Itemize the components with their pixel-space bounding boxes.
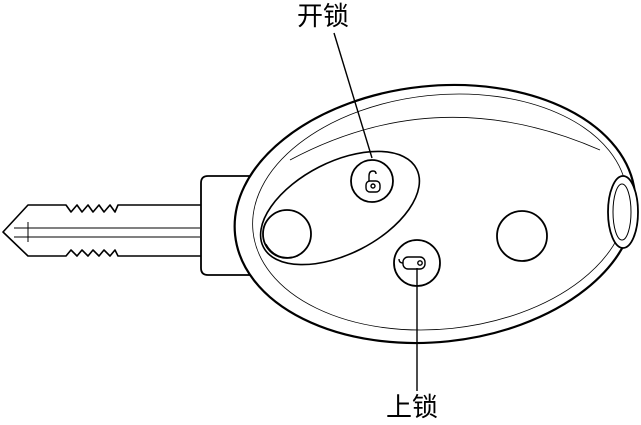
left-round-button-shading (265, 243, 299, 258)
unlock-button[interactable] (350, 159, 394, 203)
fob-shell-highlight (289, 116, 601, 161)
right-round-button[interactable] (496, 210, 548, 262)
button-panel (259, 150, 421, 266)
unlock-callout-line (333, 32, 373, 159)
lock-padlock-icon (398, 256, 426, 270)
key-blade-outline (2, 204, 205, 257)
lock-label: 上锁 (386, 393, 439, 423)
fob-end-cap (607, 175, 639, 249)
end-cap-inner (612, 183, 632, 241)
left-round-button[interactable] (262, 209, 312, 259)
key-blade (2, 204, 205, 257)
unlock-padlock-icon (365, 170, 381, 193)
key-fob-body (233, 83, 639, 345)
unlock-label: 开锁 (297, 2, 350, 32)
